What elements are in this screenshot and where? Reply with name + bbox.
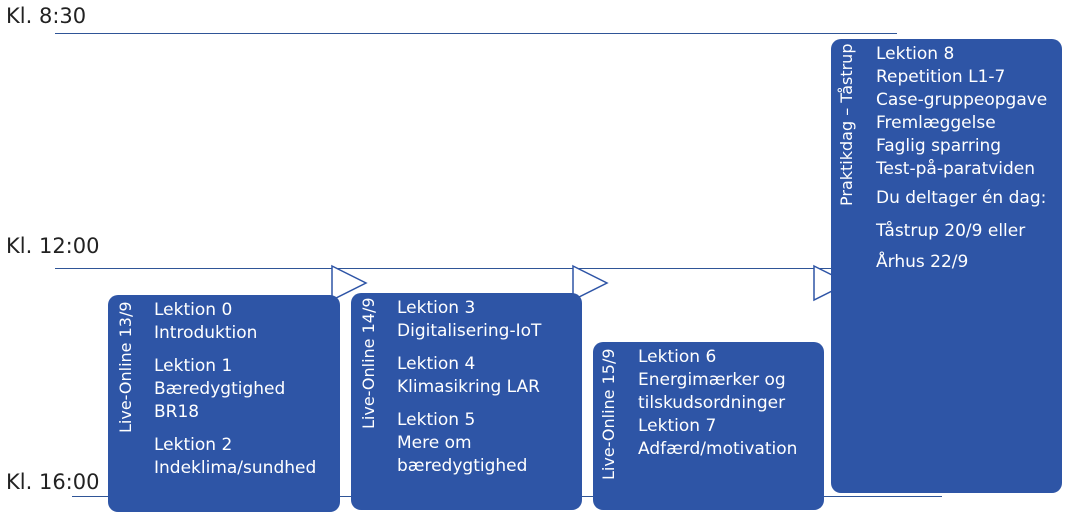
timeline-1200 bbox=[55, 268, 835, 269]
time-label-1200: Kl. 12:00 bbox=[6, 234, 100, 258]
lesson-line: Adfærd/motivation bbox=[638, 439, 798, 459]
lesson-line: Lektion 8 bbox=[876, 44, 955, 64]
lesson-line: Introduktion bbox=[154, 323, 258, 343]
lesson-line: Lektion 7 bbox=[638, 416, 717, 436]
lesson-line: Lektion 0 bbox=[154, 300, 233, 320]
lesson-line: Repetition L1-7 bbox=[876, 67, 1006, 87]
lesson-line: Energimærker og bbox=[638, 370, 786, 390]
lesson-line: Lektion 4 bbox=[397, 354, 476, 374]
lesson-group: Lektion 6 Energimærker og tilskudsordnin… bbox=[638, 346, 797, 461]
lesson-line: Lektion 5 bbox=[397, 410, 476, 430]
lesson-group: Lektion 8 Repetition L1-7 Case-gruppeopg… bbox=[876, 43, 1047, 181]
session-side-label: Live-Online 15/9 bbox=[599, 348, 618, 480]
lesson-line: Test-på-paratviden bbox=[876, 159, 1036, 179]
session-side-label: Live-Online 14/9 bbox=[359, 297, 378, 429]
session-side-label: Live-Online 13/9 bbox=[116, 301, 135, 433]
lesson-line: Case-gruppeopgave bbox=[876, 90, 1048, 110]
session-block-14-9: Live-Online 14/9 Lektion 3 Digitaliserin… bbox=[351, 293, 582, 510]
lesson-group: Lektion 1 Bæredygtighed BR18 bbox=[154, 355, 316, 424]
session-block-13-9: Live-Online 13/9 Lektion 0 Introduktion … bbox=[108, 295, 340, 512]
lesson-group: Tåstrup 20/9 eller bbox=[876, 220, 1047, 243]
lesson-line: Mere om bbox=[397, 433, 472, 453]
lesson-group: Lektion 0 Introduktion bbox=[154, 299, 316, 345]
time-label-1600: Kl. 16:00 bbox=[6, 470, 100, 494]
lesson-group: Du deltager én dag: bbox=[876, 187, 1047, 210]
lesson-line: Bæredygtighed bbox=[154, 379, 286, 399]
lesson-line: bæredygtighed bbox=[397, 456, 528, 476]
lesson-group: Lektion 5 Mere om bæredygtighed bbox=[397, 409, 541, 478]
arrow-right-icon bbox=[572, 264, 609, 302]
lesson-line: tilskudsordninger bbox=[638, 393, 786, 413]
lesson-group: Århus 22/9 bbox=[876, 251, 1047, 274]
session-content: Lektion 6 Energimærker og tilskudsordnin… bbox=[638, 346, 797, 471]
participation-note: Du deltager én dag: bbox=[876, 188, 1047, 208]
lesson-line: Klimasikring LAR bbox=[397, 377, 540, 397]
location-option: Århus 22/9 bbox=[876, 252, 969, 272]
session-side-label: Praktikdag – Tåstrup bbox=[837, 43, 856, 206]
lesson-group: Lektion 4 Klimasikring LAR bbox=[397, 353, 541, 399]
lesson-group: Lektion 2 Indeklima/sundhed bbox=[154, 434, 316, 480]
lesson-line: Fremlæggelse bbox=[876, 113, 996, 133]
location-option: Tåstrup 20/9 eller bbox=[876, 221, 1026, 241]
lesson-line: Lektion 1 bbox=[154, 356, 233, 376]
session-content: Lektion 8 Repetition L1-7 Case-gruppeopg… bbox=[876, 43, 1047, 284]
arrow-right-icon bbox=[331, 264, 368, 302]
lesson-line: BR18 bbox=[154, 402, 200, 422]
session-block-praktikdag: Praktikdag – Tåstrup Lektion 8 Repetitio… bbox=[831, 39, 1062, 493]
lesson-line: Indeklima/sundhed bbox=[154, 458, 317, 478]
lesson-line: Digitalisering-IoT bbox=[397, 321, 542, 341]
lesson-line: Lektion 2 bbox=[154, 435, 233, 455]
lesson-line: Faglig sparring bbox=[876, 136, 1002, 156]
timeline-0830 bbox=[55, 33, 897, 34]
session-content: Lektion 3 Digitalisering-IoT Lektion 4 K… bbox=[397, 297, 541, 488]
session-block-15-9: Live-Online 15/9 Lektion 6 Energimærker … bbox=[593, 342, 824, 510]
lesson-line: Lektion 6 bbox=[638, 347, 717, 367]
lesson-group: Lektion 3 Digitalisering-IoT bbox=[397, 297, 541, 343]
lesson-line: Lektion 3 bbox=[397, 298, 476, 318]
session-content: Lektion 0 Introduktion Lektion 1 Bæredyg… bbox=[154, 299, 316, 490]
time-label-0830: Kl. 8:30 bbox=[6, 4, 87, 28]
